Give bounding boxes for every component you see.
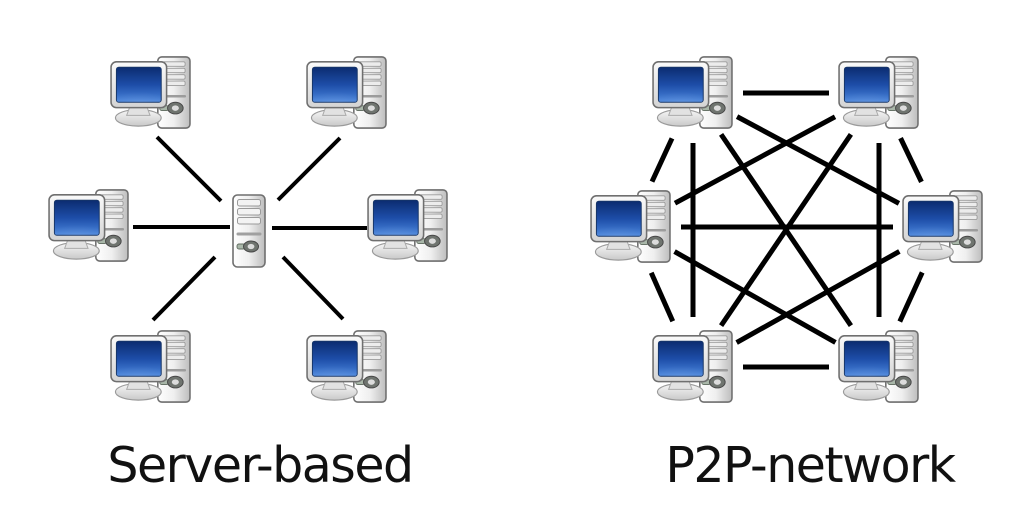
link-line: [649, 137, 675, 183]
desktop-computer-icon: [307, 331, 386, 402]
desktop-computer-icon: [591, 191, 670, 262]
desktop-computer-icon: [111, 331, 190, 402]
client-bottom-right: [307, 331, 386, 402]
link-line: [276, 136, 342, 202]
link-line: [735, 249, 901, 345]
p2p-network-label: P2P-network: [665, 437, 956, 494]
link-line: [719, 132, 853, 328]
link-line: [673, 114, 837, 206]
peer-left: [591, 191, 670, 262]
desktop-computer-icon: [307, 57, 386, 128]
desktop-computer-icon: [653, 57, 732, 128]
desktop-computer-icon: [49, 190, 128, 261]
desktop-computer-icon: [111, 57, 190, 128]
peer-bottom-right: [839, 331, 918, 402]
desktop-computer-icon: [368, 190, 447, 261]
client-right: [368, 190, 447, 261]
client-top-right: [307, 57, 386, 128]
peer-right: [903, 191, 982, 262]
peer-top-right: [839, 57, 918, 128]
peer-bottom-left: [653, 331, 732, 402]
client-left: [49, 190, 128, 261]
desktop-computer-icon: [903, 191, 982, 262]
server-tower-icon: [232, 194, 266, 268]
link-line: [281, 255, 345, 321]
link-line: [735, 114, 901, 206]
desktop-computer-icon: [839, 57, 918, 128]
link-line: [898, 137, 924, 183]
client-bottom-left: [111, 331, 190, 402]
desktop-computer-icon: [839, 331, 918, 402]
server: [232, 194, 266, 268]
link-line: [897, 271, 925, 323]
server-based-diagram: [49, 57, 447, 402]
link-line: [151, 255, 217, 322]
link-line: [648, 271, 676, 323]
p2p-network-diagram: [591, 57, 982, 402]
peer-top-left: [653, 57, 732, 128]
client-top-left: [111, 57, 190, 128]
link-line: [673, 249, 837, 345]
link-line: [155, 135, 223, 203]
desktop-computer-icon: [653, 331, 732, 402]
server-based-label: Server-based: [107, 437, 414, 494]
